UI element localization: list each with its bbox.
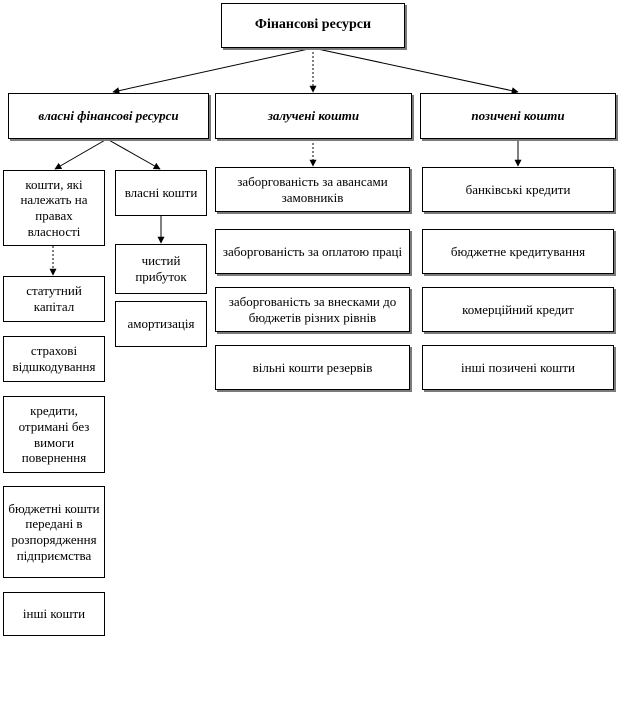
property-item: інші кошти [3, 592, 105, 636]
borrowed-item: банківські кредити [422, 167, 614, 212]
arrow-root-to-own [112, 47, 314, 95]
node-property-funds-label: кошти, які належать на правах власності [20, 176, 88, 239]
root-label: Фінансові ресурси [254, 17, 372, 33]
node-own-funds: власні кошти [115, 170, 207, 216]
root-node: Фінансові ресурси [221, 3, 405, 48]
borrowed-item: бюджетне кредитування [422, 229, 614, 274]
arrow-own-to-property [54, 138, 108, 170]
category-attracted-label: залучені кошти [267, 108, 360, 124]
property-item: статутний капітал [3, 276, 105, 322]
borrowed-item: інші позичені кошти [422, 345, 614, 390]
category-own: власні фінансові ресурси [8, 93, 209, 139]
property-item: кредити, отримані без вимоги повернення [3, 396, 105, 473]
arrow-root-to-borrowed [312, 47, 519, 95]
arrow-own-to-ownfunds [106, 138, 161, 170]
category-own-label: власні фінансові ресурси [38, 108, 179, 124]
attracted-item: заборгованість за внесками до бюджетів р… [215, 287, 410, 332]
attracted-item: заборгованість за авансами замовників [215, 167, 410, 212]
property-item: бюджетні кошти передані в розпорядження … [3, 486, 105, 578]
borrowed-item: комерційний кредит [422, 287, 614, 332]
category-attracted: залучені кошти [215, 93, 412, 139]
node-property-funds: кошти, які належать на правах власності [3, 170, 105, 246]
category-borrowed: позичені кошти [420, 93, 616, 139]
node-own-funds-label: власні кошти [124, 185, 198, 201]
category-borrowed-label: позичені кошти [471, 108, 565, 124]
attracted-item: заборгованість за оплатою праці [215, 229, 410, 274]
own-funds-item: чистий прибуток [115, 244, 207, 294]
attracted-item: вільні кошти резервів [215, 345, 410, 390]
property-item: страхові відшкодування [3, 336, 105, 382]
own-funds-item: амортизація [115, 301, 207, 347]
